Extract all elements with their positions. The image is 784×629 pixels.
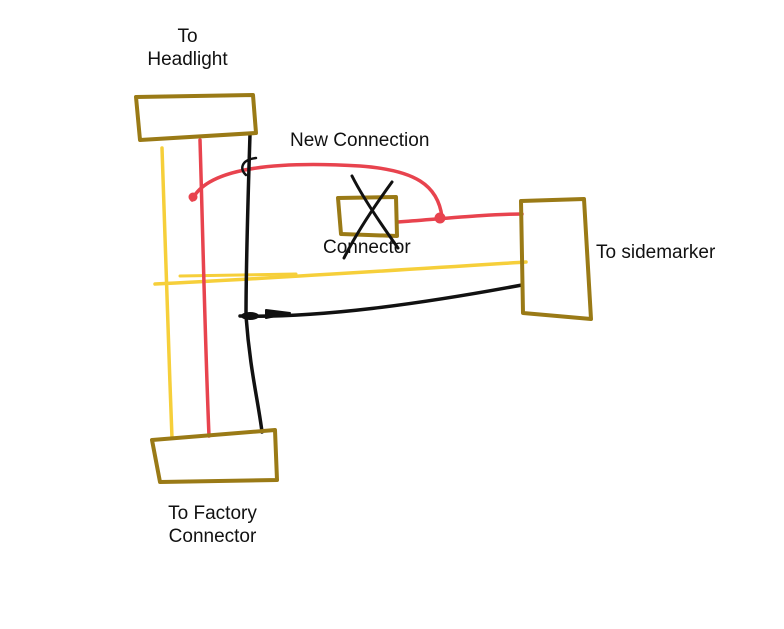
label-to-headlight-line1: To — [177, 26, 198, 47]
old-connector-box — [336, 195, 399, 238]
yellow-wire-horizontal — [153, 260, 528, 286]
label-to-factory-connector: To Factory Connector — [150, 502, 275, 548]
yellow-wire-vertical — [160, 146, 174, 440]
yellow-wire-stub — [178, 272, 298, 278]
label-connector: Connector — [323, 237, 411, 258]
red-splice-dot-left — [188, 192, 198, 202]
black-splice-blob — [241, 312, 259, 320]
headlight-connector-box — [134, 93, 258, 142]
label-to-factory-line1: To Factory — [168, 503, 257, 524]
label-new-connection: New Connection — [290, 130, 430, 151]
black-wire-end-mark — [265, 309, 291, 319]
label-to-headlight: To Headlight — [125, 25, 250, 71]
label-to-factory-line2: Connector — [168, 526, 257, 547]
red-wire-vertical — [198, 138, 211, 438]
cross-mark-stroke-a — [350, 174, 400, 250]
red-wire-new-connection — [190, 162, 444, 219]
label-to-sidemarker: To sidemarker — [596, 242, 716, 263]
black-wire-curl — [241, 156, 258, 177]
red-wire-to-sidemarker — [396, 212, 524, 224]
red-splice-dot-right — [434, 212, 446, 224]
black-wire-vertical — [244, 132, 264, 434]
cross-mark-stroke-b — [342, 180, 394, 260]
factory-connector-box — [150, 428, 279, 484]
label-to-headlight-line2: Headlight — [147, 49, 228, 70]
sidemarker-connector-box — [519, 197, 593, 321]
